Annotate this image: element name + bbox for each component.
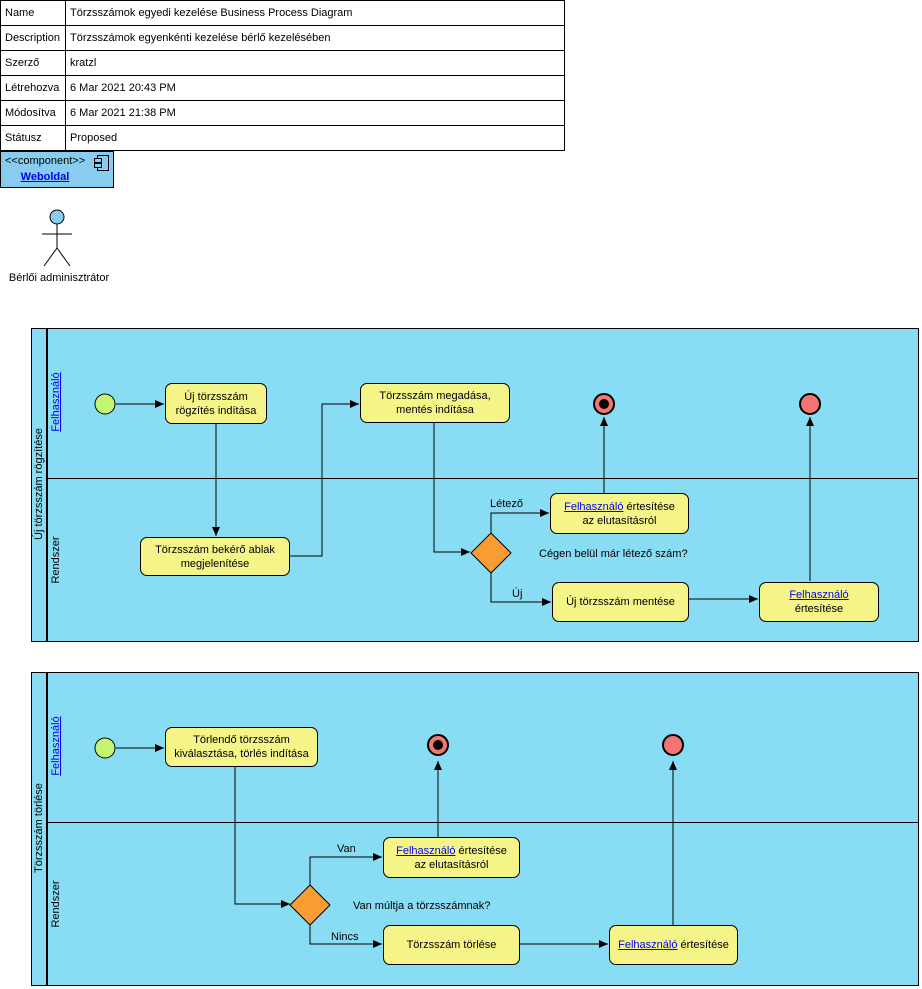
pool-header: Új törzsszám rögzítése xyxy=(32,329,48,641)
property-value: 6 Mar 2021 21:38 PM xyxy=(65,100,565,126)
user-link[interactable]: Felhasználó xyxy=(396,844,456,857)
property-key: Státusz xyxy=(0,125,66,151)
task-notify-reject[interactable]: Felhasználó értesítése az elutasításról xyxy=(383,837,520,878)
task-label: Törzsszám bekérő ablak megjelenítése xyxy=(155,543,275,570)
property-value: Törzsszámok egyenkénti kezelése bérlő ke… xyxy=(65,25,565,51)
user-link[interactable]: Felhasználó xyxy=(564,500,624,513)
flow-label-new: Új xyxy=(512,588,523,600)
property-value: Proposed xyxy=(65,125,565,151)
task-new-record-start[interactable]: Új törzsszám rögzítés indítása xyxy=(165,383,267,424)
property-key: Name xyxy=(0,0,66,26)
component-name-link[interactable]: Weboldal xyxy=(20,171,70,183)
flow-label-existing: Létező xyxy=(490,498,524,510)
task-show-input-window[interactable]: Törzsszám bekérő ablak megjelenítése xyxy=(140,537,290,576)
property-key: Módosítva xyxy=(0,100,66,126)
actor-label: Bérlői adminisztrátor xyxy=(8,272,110,284)
task-notify-user[interactable]: Felhasználó értesítése xyxy=(759,582,879,622)
task-label-rest: értesítése xyxy=(677,939,729,951)
property-value: Törzsszámok egyedi kezelése Business Pro… xyxy=(65,0,565,26)
task-label-rest: értesítése az elutasításról xyxy=(414,844,507,871)
lane-divider xyxy=(48,478,918,479)
gateway-question: Van múltja a törzsszámnak? xyxy=(353,900,491,912)
lane-user-link[interactable]: Felhasználó xyxy=(50,716,62,776)
component-weboldal[interactable]: <<component>> Weboldal xyxy=(0,151,114,188)
property-value: 6 Mar 2021 20:43 PM xyxy=(65,75,565,101)
task-label: Felhasználó értesítése az elutasításról xyxy=(390,844,513,872)
task-label: Új törzsszám mentése xyxy=(566,596,675,608)
property-key: Description xyxy=(0,25,66,51)
lane-user-link[interactable]: Felhasználó xyxy=(50,372,62,432)
task-label: Törzsszám megadása, mentés indítása xyxy=(379,390,491,416)
task-label: Új törzsszám rögzítés indítása xyxy=(175,390,257,417)
gateway-question: Cégen belül már létező szám? xyxy=(539,548,688,560)
lane-divider xyxy=(48,822,918,823)
property-key: Szerző xyxy=(0,50,66,76)
actor-icon xyxy=(42,209,72,267)
lane-system-label: Rendszer xyxy=(50,536,62,584)
task-notify-reject[interactable]: Felhasználó értesítése az elutasításról xyxy=(550,493,689,534)
task-label-rest: értesítése xyxy=(794,603,844,615)
pool-title: Törzsszám törlése xyxy=(33,783,45,873)
task-delete-number[interactable]: Törzsszám törlése xyxy=(383,925,520,965)
flow-label-has: Van xyxy=(337,843,356,855)
user-link[interactable]: Felhasználó xyxy=(618,939,678,951)
pool-header: Törzsszám törlése xyxy=(32,673,48,985)
task-label-rest: értesítése az elutasításról xyxy=(582,500,675,527)
property-key: Létrehozva xyxy=(0,75,66,101)
pool-title: Új törzsszám rögzítése xyxy=(33,428,45,540)
lane-system-label: Rendszer xyxy=(50,880,62,928)
property-row: Description Törzsszámok egyenkénti kezel… xyxy=(0,25,565,51)
task-select-delete[interactable]: Törlendő törzsszám kiválasztása, törlés … xyxy=(165,727,318,767)
task-label: Felhasználó értesítése xyxy=(766,588,872,616)
task-label: Törlendő törzsszám kiválasztása, törlés … xyxy=(174,734,309,760)
component-icon xyxy=(94,155,109,171)
task-save-new[interactable]: Új törzsszám mentése xyxy=(552,582,689,622)
component-stereotype: <<component>> xyxy=(5,155,86,167)
task-enter-number[interactable]: Törzsszám megadása, mentés indítása xyxy=(360,383,510,423)
user-link[interactable]: Felhasználó xyxy=(789,589,849,601)
property-value: kratzl xyxy=(65,50,565,76)
task-label: Törzsszám törlése xyxy=(406,939,497,951)
task-label: Felhasználó értesítése xyxy=(618,938,729,952)
task-notify-user[interactable]: Felhasználó értesítése xyxy=(609,925,738,965)
task-label: Felhasználó értesítése az elutasításról xyxy=(557,500,682,528)
flow-label-none: Nincs xyxy=(331,931,359,943)
